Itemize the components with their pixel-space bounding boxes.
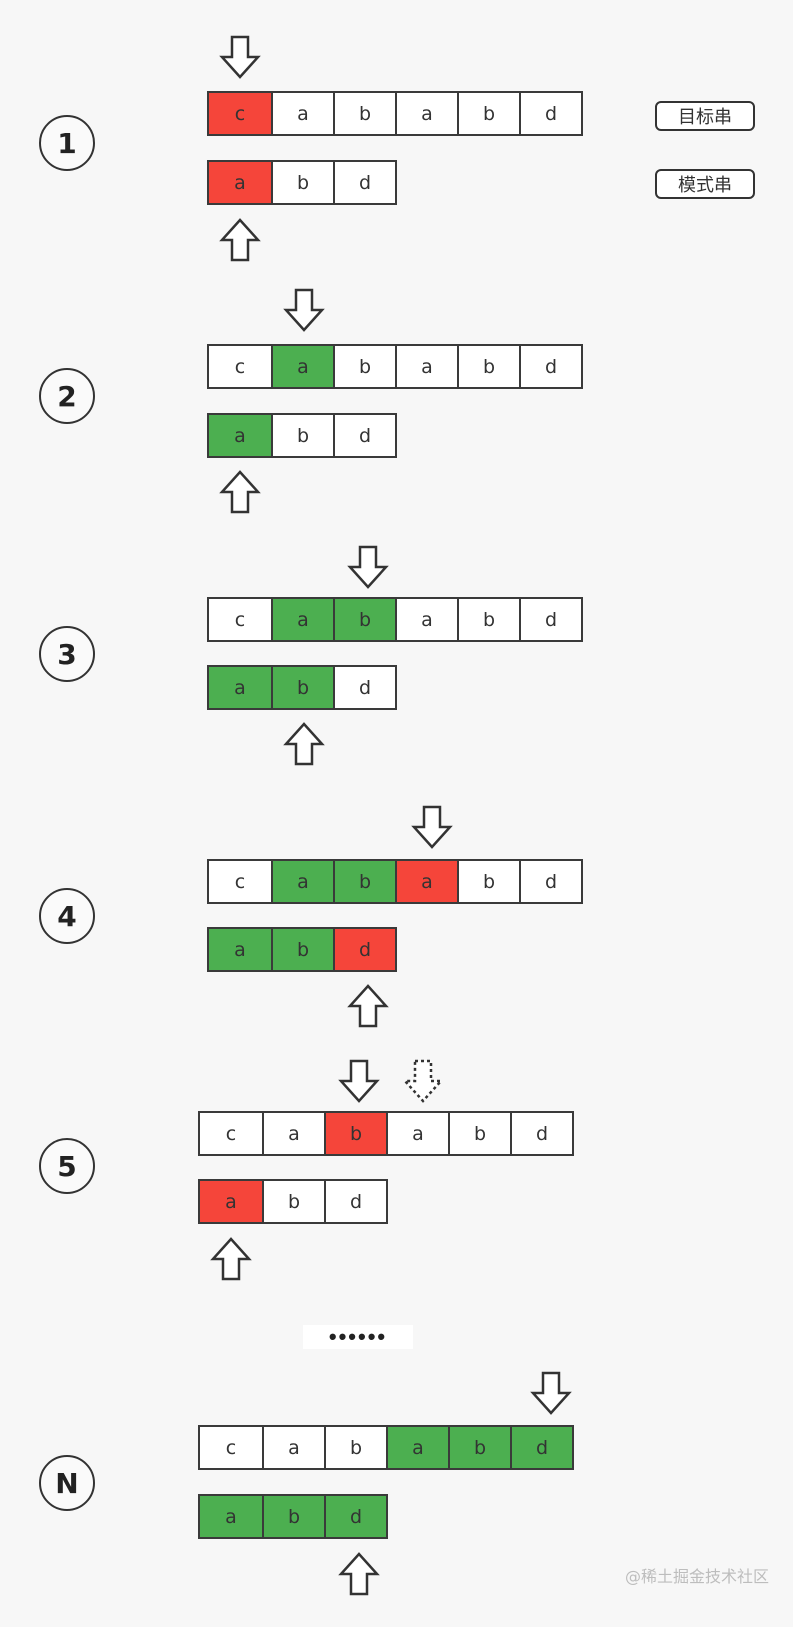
target-cell: a bbox=[271, 599, 333, 640]
pattern-cell: a bbox=[209, 415, 271, 456]
target-pointer-down-arrow-icon bbox=[347, 545, 389, 589]
target-cell: b bbox=[333, 346, 395, 387]
pattern-cell: a bbox=[200, 1496, 262, 1537]
target-cell: a bbox=[395, 346, 457, 387]
pattern-pointer-up-arrow-icon bbox=[219, 470, 261, 514]
pattern-pointer-up-arrow-icon bbox=[338, 1552, 380, 1596]
target-cell: a bbox=[386, 1113, 448, 1154]
pattern-pointer-up-arrow-icon bbox=[283, 722, 325, 766]
target-cell: d bbox=[519, 346, 581, 387]
watermark: @稀土掘金技术社区 bbox=[624, 1567, 769, 1586]
target-pointer-down-arrow-icon bbox=[283, 288, 325, 332]
target-pointer-down-arrow-icon bbox=[530, 1371, 572, 1415]
target-pointer-down-arrow-icon bbox=[219, 35, 261, 79]
target-cell: b bbox=[457, 346, 519, 387]
step-number-3: 3 bbox=[39, 626, 95, 682]
target-cell: b bbox=[333, 599, 395, 640]
target-cell: a bbox=[271, 346, 333, 387]
pattern-cell: b bbox=[262, 1496, 324, 1537]
pattern-cell: d bbox=[333, 667, 395, 708]
target-cell: a bbox=[271, 93, 333, 134]
target-cell: a bbox=[262, 1113, 324, 1154]
target-cell: a bbox=[395, 599, 457, 640]
legend-target-label: 目标串 bbox=[678, 107, 732, 128]
target-cell: a bbox=[271, 861, 333, 902]
pattern-cell: d bbox=[333, 162, 395, 203]
target-cell: b bbox=[448, 1427, 510, 1468]
legend-target-string: 目标串 bbox=[655, 101, 755, 131]
target-cell: c bbox=[200, 1113, 262, 1154]
pattern-cell: a bbox=[200, 1181, 262, 1222]
pattern-cell: a bbox=[209, 667, 271, 708]
target-pointer-down-arrow-icon bbox=[411, 805, 453, 849]
target-pointer-down-arrow-icon bbox=[338, 1059, 380, 1103]
target-cell: b bbox=[457, 93, 519, 134]
target-cell: c bbox=[200, 1427, 262, 1468]
pattern-cell: a bbox=[209, 929, 271, 970]
step-number-2: 2 bbox=[39, 368, 95, 424]
target-cell: d bbox=[510, 1113, 572, 1154]
target-cell: d bbox=[519, 599, 581, 640]
target-cell: d bbox=[510, 1427, 572, 1468]
legend-pattern-label: 模式串 bbox=[678, 175, 732, 196]
target-cell: b bbox=[324, 1113, 386, 1154]
target-cell: c bbox=[209, 346, 271, 387]
pattern-cell: d bbox=[333, 929, 395, 970]
pattern-cell: d bbox=[333, 415, 395, 456]
pattern-cell: b bbox=[271, 667, 333, 708]
pattern-pointer-up-arrow-icon bbox=[219, 218, 261, 262]
pattern-cell: b bbox=[271, 162, 333, 203]
target-cell: d bbox=[519, 93, 581, 134]
target-cell: b bbox=[457, 861, 519, 902]
target-cell: b bbox=[324, 1427, 386, 1468]
target-cell: c bbox=[209, 599, 271, 640]
target-cell: b bbox=[333, 861, 395, 902]
target-cell: c bbox=[209, 93, 271, 134]
target-cell: a bbox=[386, 1427, 448, 1468]
step-number-5: 5 bbox=[39, 1138, 95, 1194]
target-cell: a bbox=[395, 93, 457, 134]
target-cell: c bbox=[209, 861, 271, 902]
target-cell: b bbox=[333, 93, 395, 134]
target-cell: a bbox=[262, 1427, 324, 1468]
pattern-cell: d bbox=[324, 1496, 386, 1537]
pattern-cell: b bbox=[271, 929, 333, 970]
step-number-n: N bbox=[39, 1455, 95, 1511]
pattern-cell: b bbox=[262, 1181, 324, 1222]
target-cell: b bbox=[448, 1113, 510, 1154]
next-pointer-dashed-arrow-icon bbox=[402, 1059, 444, 1103]
legend-pattern-string: 模式串 bbox=[655, 169, 755, 199]
step-number-1: 1 bbox=[39, 115, 95, 171]
target-cell: d bbox=[519, 861, 581, 902]
pattern-pointer-up-arrow-icon bbox=[210, 1237, 252, 1281]
pattern-cell: b bbox=[271, 415, 333, 456]
step-number-4: 4 bbox=[39, 888, 95, 944]
pattern-cell: a bbox=[209, 162, 271, 203]
target-cell: b bbox=[457, 599, 519, 640]
pattern-pointer-up-arrow-icon bbox=[347, 984, 389, 1028]
ellipsis-separator: •••••• bbox=[303, 1324, 413, 1349]
pattern-cell: d bbox=[324, 1181, 386, 1222]
target-cell: a bbox=[395, 861, 457, 902]
